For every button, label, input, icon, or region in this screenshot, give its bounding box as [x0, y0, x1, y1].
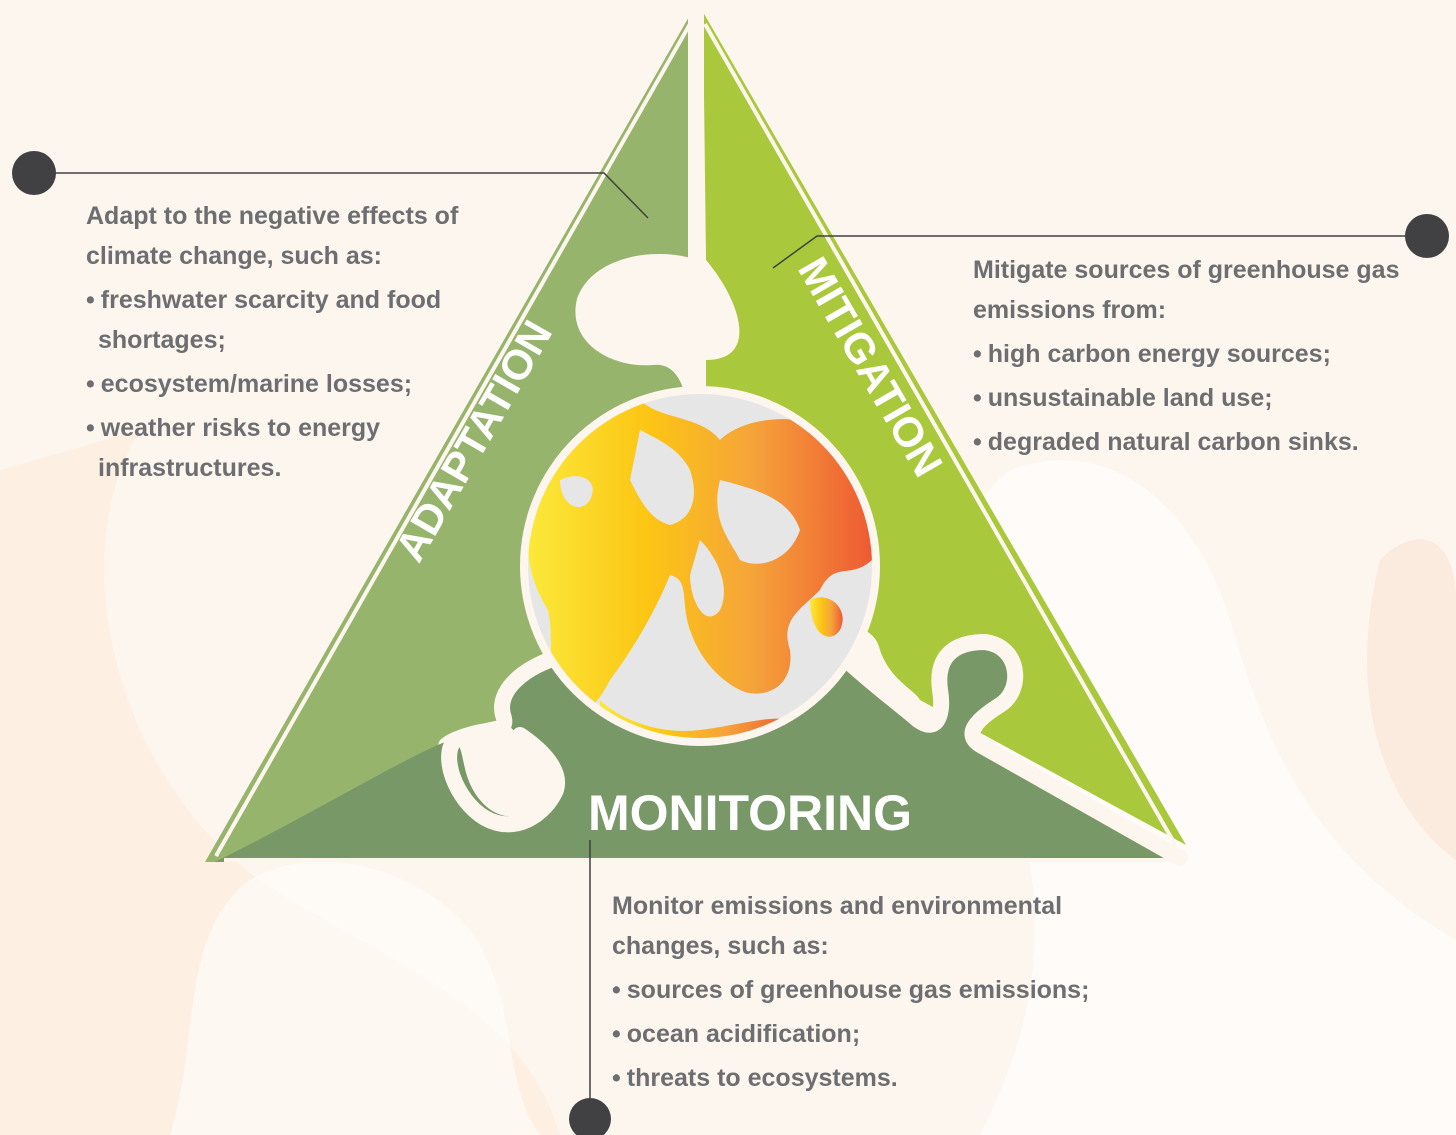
adaptation-piece[interactable]	[205, 15, 695, 862]
monitoring-list: •sources of greenhouse gas emissions; •o…	[612, 970, 1172, 1098]
connector-dot-adaptation	[12, 151, 56, 195]
adaptation-list: •freshwater scarcity and food shortages;…	[86, 280, 526, 488]
adaptation-description: Adapt to the negative effects of climate…	[86, 196, 526, 492]
mitigation-description: Mitigate sources of greenhouse gas emiss…	[973, 250, 1413, 466]
list-item: •sources of greenhouse gas emissions;	[612, 976, 1090, 1004]
connector-dot-mitigation	[1405, 214, 1449, 258]
mitigation-intro: Mitigate sources of greenhouse gas emiss…	[973, 256, 1400, 324]
globe-icon	[520, 386, 880, 746]
connector-dot-monitoring	[569, 1098, 611, 1135]
adaptation-intro: Adapt to the negative effects of climate…	[86, 202, 459, 270]
list-item: •weather risks to energy infrastructures…	[86, 414, 381, 482]
list-item: •ocean acidification;	[612, 1020, 861, 1048]
monitoring-intro: Monitor emissions and environmental chan…	[612, 892, 1063, 960]
connector-adaptation	[36, 172, 649, 219]
monitoring-description: Monitor emissions and environmental chan…	[612, 886, 1172, 1102]
background-shapes	[0, 430, 1456, 1135]
mitigation-piece[interactable]	[703, 12, 1186, 845]
puzzle-triangle	[205, 6, 1188, 866]
list-item: •freshwater scarcity and food shortages;	[86, 286, 442, 354]
list-item: •ecosystem/marine losses;	[86, 370, 413, 398]
list-item: •degraded natural carbon sinks.	[973, 428, 1359, 456]
mitigation-list: •high carbon energy sources; •unsustaina…	[973, 334, 1413, 462]
connector-mitigation	[772, 235, 1426, 269]
monitoring-label: MONITORING	[588, 785, 912, 841]
list-item: •threats to ecosystems.	[612, 1064, 898, 1092]
list-item: •unsustainable land use;	[973, 384, 1273, 412]
list-item: •high carbon energy sources;	[973, 340, 1331, 368]
